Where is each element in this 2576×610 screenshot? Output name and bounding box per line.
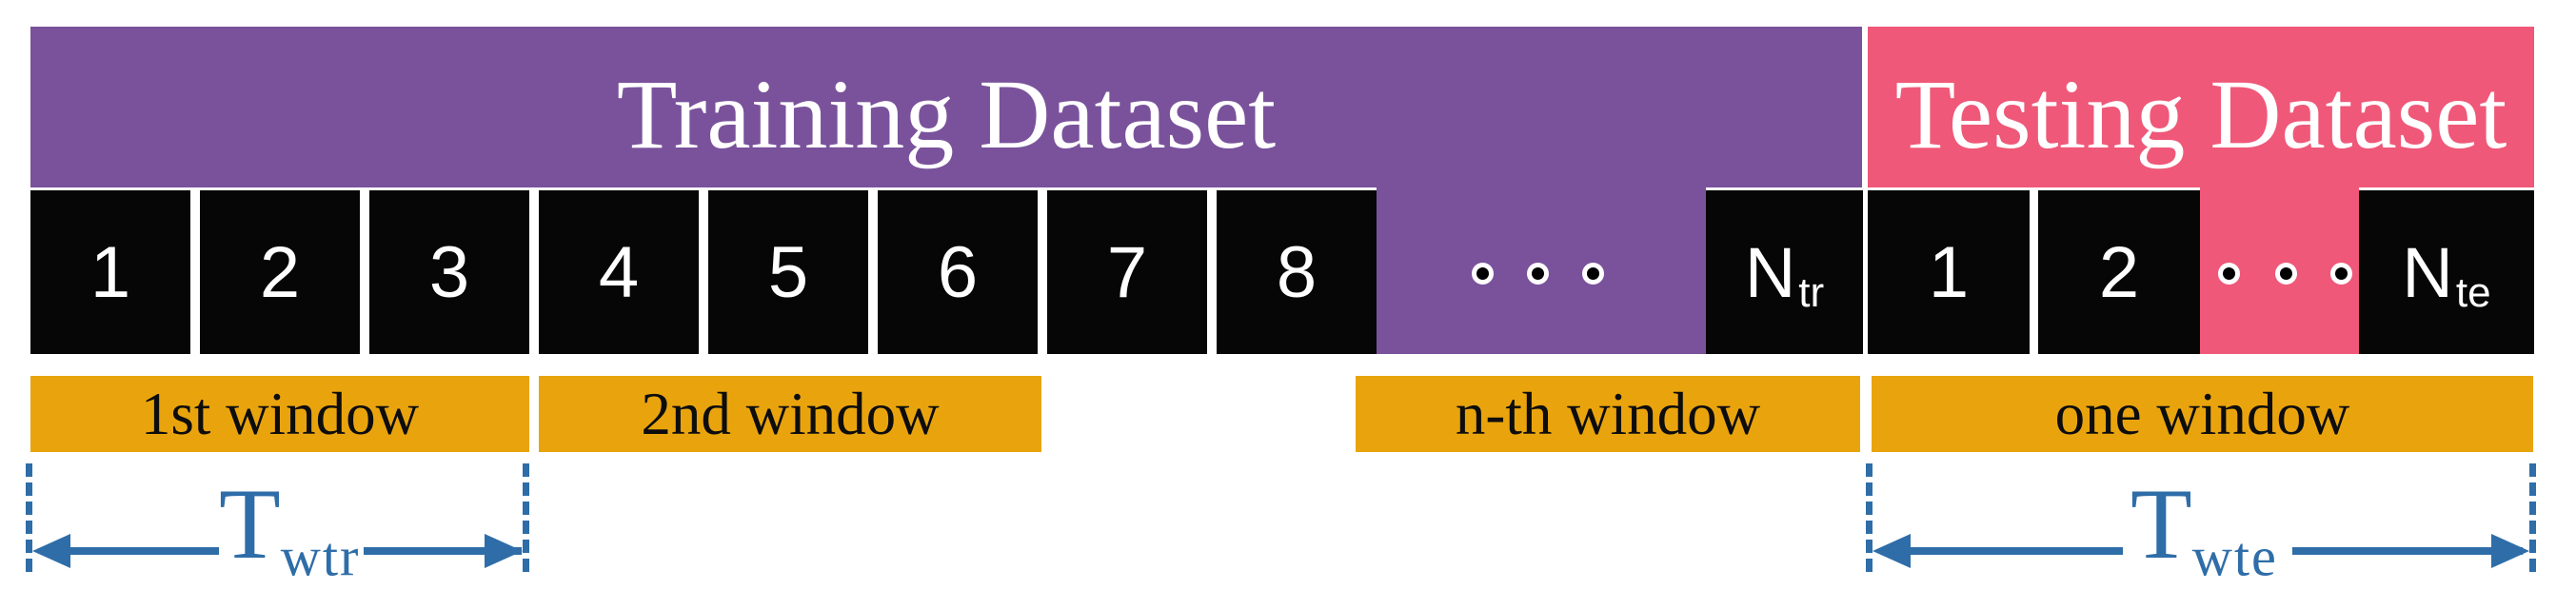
- testing-slot-2: 2: [2038, 190, 2200, 354]
- testing-dataset-label: Testing Dataset: [1894, 60, 2507, 169]
- window-label-nth: n-th window: [1455, 380, 1761, 447]
- window-label-1st: 1st window: [140, 380, 420, 447]
- training-ellipsis-dot-icon: [1582, 263, 1604, 285]
- testing-slot-1: 1: [1868, 190, 2030, 354]
- window-bar-1st: 1st window: [30, 376, 529, 452]
- twte-dimension-label: Twte: [2130, 474, 2278, 585]
- twte-arrow-line-right: [2292, 547, 2523, 555]
- twtr-extension-line-left: [26, 463, 32, 572]
- twtr-dimension-label: Twtr: [219, 474, 360, 585]
- training-slot-7: 7: [1047, 190, 1207, 354]
- training-slot-6: 6: [878, 190, 1038, 354]
- testing-ellipsis-dot-icon: [2275, 263, 2297, 285]
- twtr-extension-line-right: [523, 463, 529, 572]
- twtr-arrow-line-left: [44, 547, 219, 555]
- training-ellipsis-dot-icon: [1527, 263, 1549, 285]
- twtr-arrowhead-right-icon: [485, 534, 523, 568]
- testing-ellipsis-dot-icon: [2218, 263, 2240, 285]
- training-dataset-banner: Training Dataset: [30, 27, 1862, 187]
- twte-arrow-line-left: [1885, 547, 2123, 555]
- window-label-one: one window: [2054, 380, 2350, 447]
- twte-extension-line-left: [1866, 463, 1873, 572]
- training-slot-8: 8: [1217, 190, 1377, 354]
- training-dataset-label: Training Dataset: [616, 60, 1277, 169]
- twtr-base: T: [219, 468, 281, 580]
- twtr-arrow-line-right: [364, 547, 522, 555]
- training-slot-3: 3: [369, 190, 529, 354]
- twtr-subscript: wtr: [280, 525, 361, 588]
- twte-base: T: [2130, 468, 2192, 580]
- training-slot-4: 4: [539, 190, 699, 354]
- twte-extension-line-right: [2529, 463, 2536, 572]
- testing-ellipsis-dot-icon: [2330, 263, 2352, 285]
- twte-arrowhead-left-icon: [1873, 534, 1911, 568]
- window-bar-nth: n-th window: [1356, 376, 1860, 452]
- window-bar-one: one window: [1872, 376, 2533, 452]
- window-bar-2nd: 2nd window: [539, 376, 1041, 452]
- twte-subscript: wte: [2191, 525, 2278, 588]
- training-ellipsis-dot-icon: [1472, 263, 1494, 285]
- training-slot-2: 2: [200, 190, 360, 354]
- training-slot-1: 1: [30, 190, 190, 354]
- training-slot-5: 5: [708, 190, 868, 354]
- twte-arrowhead-right-icon: [2491, 534, 2529, 568]
- window-label-2nd: 2nd window: [641, 380, 940, 447]
- testing-dataset-banner: Testing Dataset: [1868, 27, 2534, 187]
- twtr-arrowhead-left-icon: [32, 534, 70, 568]
